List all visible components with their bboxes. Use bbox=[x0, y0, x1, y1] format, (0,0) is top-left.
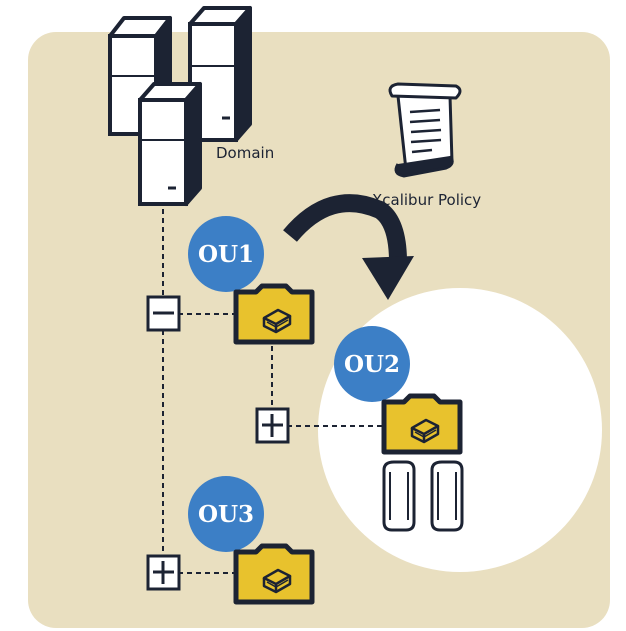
ou3-expand-toggle[interactable] bbox=[146, 554, 181, 591]
ou3-folder-icon[interactable] bbox=[236, 546, 312, 602]
ou2-label: OU2 bbox=[344, 351, 400, 378]
ou2-badge: OU2 bbox=[334, 326, 410, 402]
server-front bbox=[138, 82, 202, 206]
ou1-badge: OU1 bbox=[188, 216, 264, 292]
tree-connectors bbox=[162, 200, 384, 574]
computer-tower-icon bbox=[382, 460, 416, 532]
computer-tower-icon bbox=[430, 460, 464, 532]
curved-arrow-icon bbox=[283, 194, 414, 300]
policy-label: Xcalibur Policy bbox=[372, 191, 481, 209]
ou2-folder-icon[interactable] bbox=[384, 396, 460, 452]
ou1-collapse-toggle[interactable] bbox=[146, 295, 181, 332]
server-cluster-icon bbox=[108, 6, 252, 206]
ou1-folder-icon[interactable] bbox=[236, 286, 312, 342]
ou3-badge: OU3 bbox=[188, 476, 264, 552]
ou3-label: OU3 bbox=[198, 501, 254, 528]
domain-label: Domain bbox=[216, 144, 274, 162]
ou1-label: OU1 bbox=[198, 241, 254, 268]
scroll-document-icon bbox=[388, 82, 462, 178]
ou2-expand-toggle[interactable] bbox=[255, 407, 290, 444]
